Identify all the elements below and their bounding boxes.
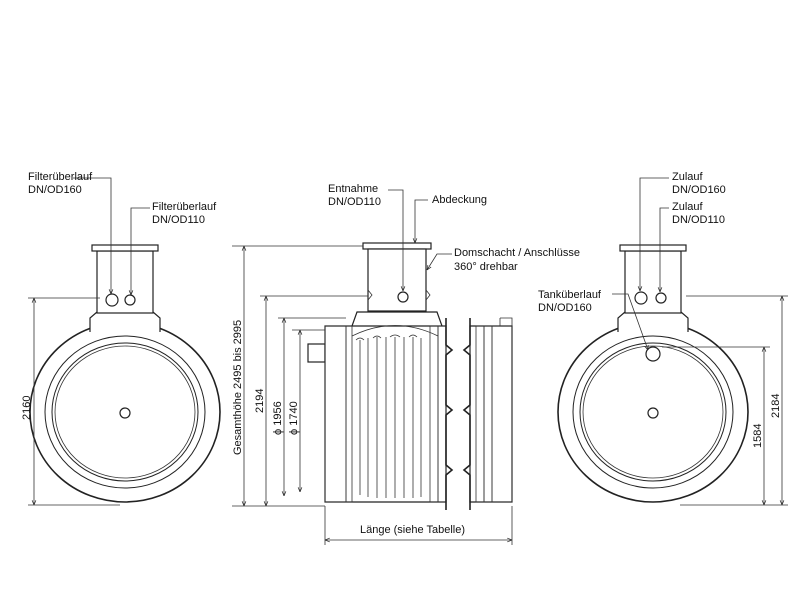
middle-leader-outlet	[388, 189, 403, 291]
left-dome-cover	[91, 244, 159, 252]
left-leader-160	[73, 177, 111, 294]
middle-label-dome-2: 360° drehbar	[454, 261, 518, 273]
middle-body-left	[324, 325, 447, 503]
left-dome-shaft	[96, 250, 154, 314]
middle-dia-inner-dim: ϕ 1740	[288, 401, 300, 435]
right-leader-tank	[612, 293, 648, 350]
middle-height-dim: 2194	[254, 389, 266, 413]
middle-leader-cover	[415, 199, 428, 243]
left-pipe-110	[124, 294, 136, 306]
left-label-filter-110: Filterüberlauf	[152, 201, 217, 213]
right-dome-collar	[617, 311, 689, 332]
right-tank-ring-2	[572, 335, 734, 489]
right-label-tank-overflow: Tanküberlauf	[538, 289, 602, 301]
left-pipe-160	[105, 293, 119, 307]
middle-dome-shaft	[367, 248, 427, 312]
middle-label-outlet-size: DN/OD110	[328, 196, 381, 208]
right-label-tank-overflow-size: DN/OD160	[538, 302, 592, 314]
right-dome-shaft	[624, 250, 682, 314]
middle-label-outlet: Entnahme	[328, 183, 378, 195]
middle-ribs	[355, 334, 422, 498]
middle-dome-collar	[351, 311, 443, 327]
right-height-inner-dim: 1584	[752, 424, 764, 448]
middle-outlet-pipe	[397, 291, 409, 303]
left-label-filter-160: Filterüberlauf	[28, 171, 93, 183]
right-leader-110	[660, 207, 669, 292]
middle-break-right	[462, 318, 471, 510]
middle-inlet-stub	[307, 343, 326, 363]
left-height-dim: 2160	[21, 396, 33, 420]
right-label-inlet-160-size: DN/OD160	[672, 184, 726, 196]
middle-dia-outer-dim: ϕ 1956	[272, 401, 284, 435]
side-view: Entnahme DN/OD110 Abdeckung Domschacht /…	[232, 183, 580, 545]
left-tank-center-hole	[119, 407, 131, 419]
middle-break-left	[445, 318, 454, 510]
left-dome-collar	[89, 311, 161, 332]
right-leader-160	[640, 177, 669, 291]
left-end-view: Filterüberlauf DN/OD160 Filterüberlauf D…	[21, 171, 221, 506]
middle-label-cover: Abdeckung	[432, 194, 487, 206]
middle-label-dome-1: Domschacht / Anschlüsse	[454, 247, 580, 259]
left-label-filter-160-size: DN/OD160	[28, 184, 82, 196]
right-tank-overflow-pipe	[645, 346, 661, 362]
right-tank-ring-4	[582, 345, 724, 479]
right-height-outer-dim: 2184	[770, 394, 782, 418]
left-tank-ring-4	[54, 345, 196, 479]
right-end-view: Zulauf DN/OD160 Zulauf DN/OD110 Tanküber…	[538, 171, 788, 506]
left-tank-ring-2	[44, 335, 206, 489]
left-label-filter-110-size: DN/OD110	[152, 214, 205, 226]
left-leader-110	[131, 207, 150, 295]
middle-length-dim: Länge (siehe Tabelle)	[360, 524, 465, 536]
right-tank-center-hole	[647, 407, 659, 419]
right-label-inlet-110: Zulauf	[672, 201, 704, 213]
right-inlet-110	[655, 292, 667, 304]
right-dome-cover	[619, 244, 687, 252]
middle-dome-cover	[362, 242, 432, 250]
right-inlet-160	[634, 291, 648, 305]
left-tank-ring-3	[51, 342, 199, 482]
right-label-inlet-160: Zulauf	[672, 171, 704, 183]
middle-leader-dome	[427, 253, 452, 270]
right-label-inlet-110-size: DN/OD110	[672, 214, 725, 226]
middle-total-height-dim: Gesamthöhe 2495 bis 2995	[232, 320, 244, 455]
right-tank-ring-3	[579, 342, 727, 482]
